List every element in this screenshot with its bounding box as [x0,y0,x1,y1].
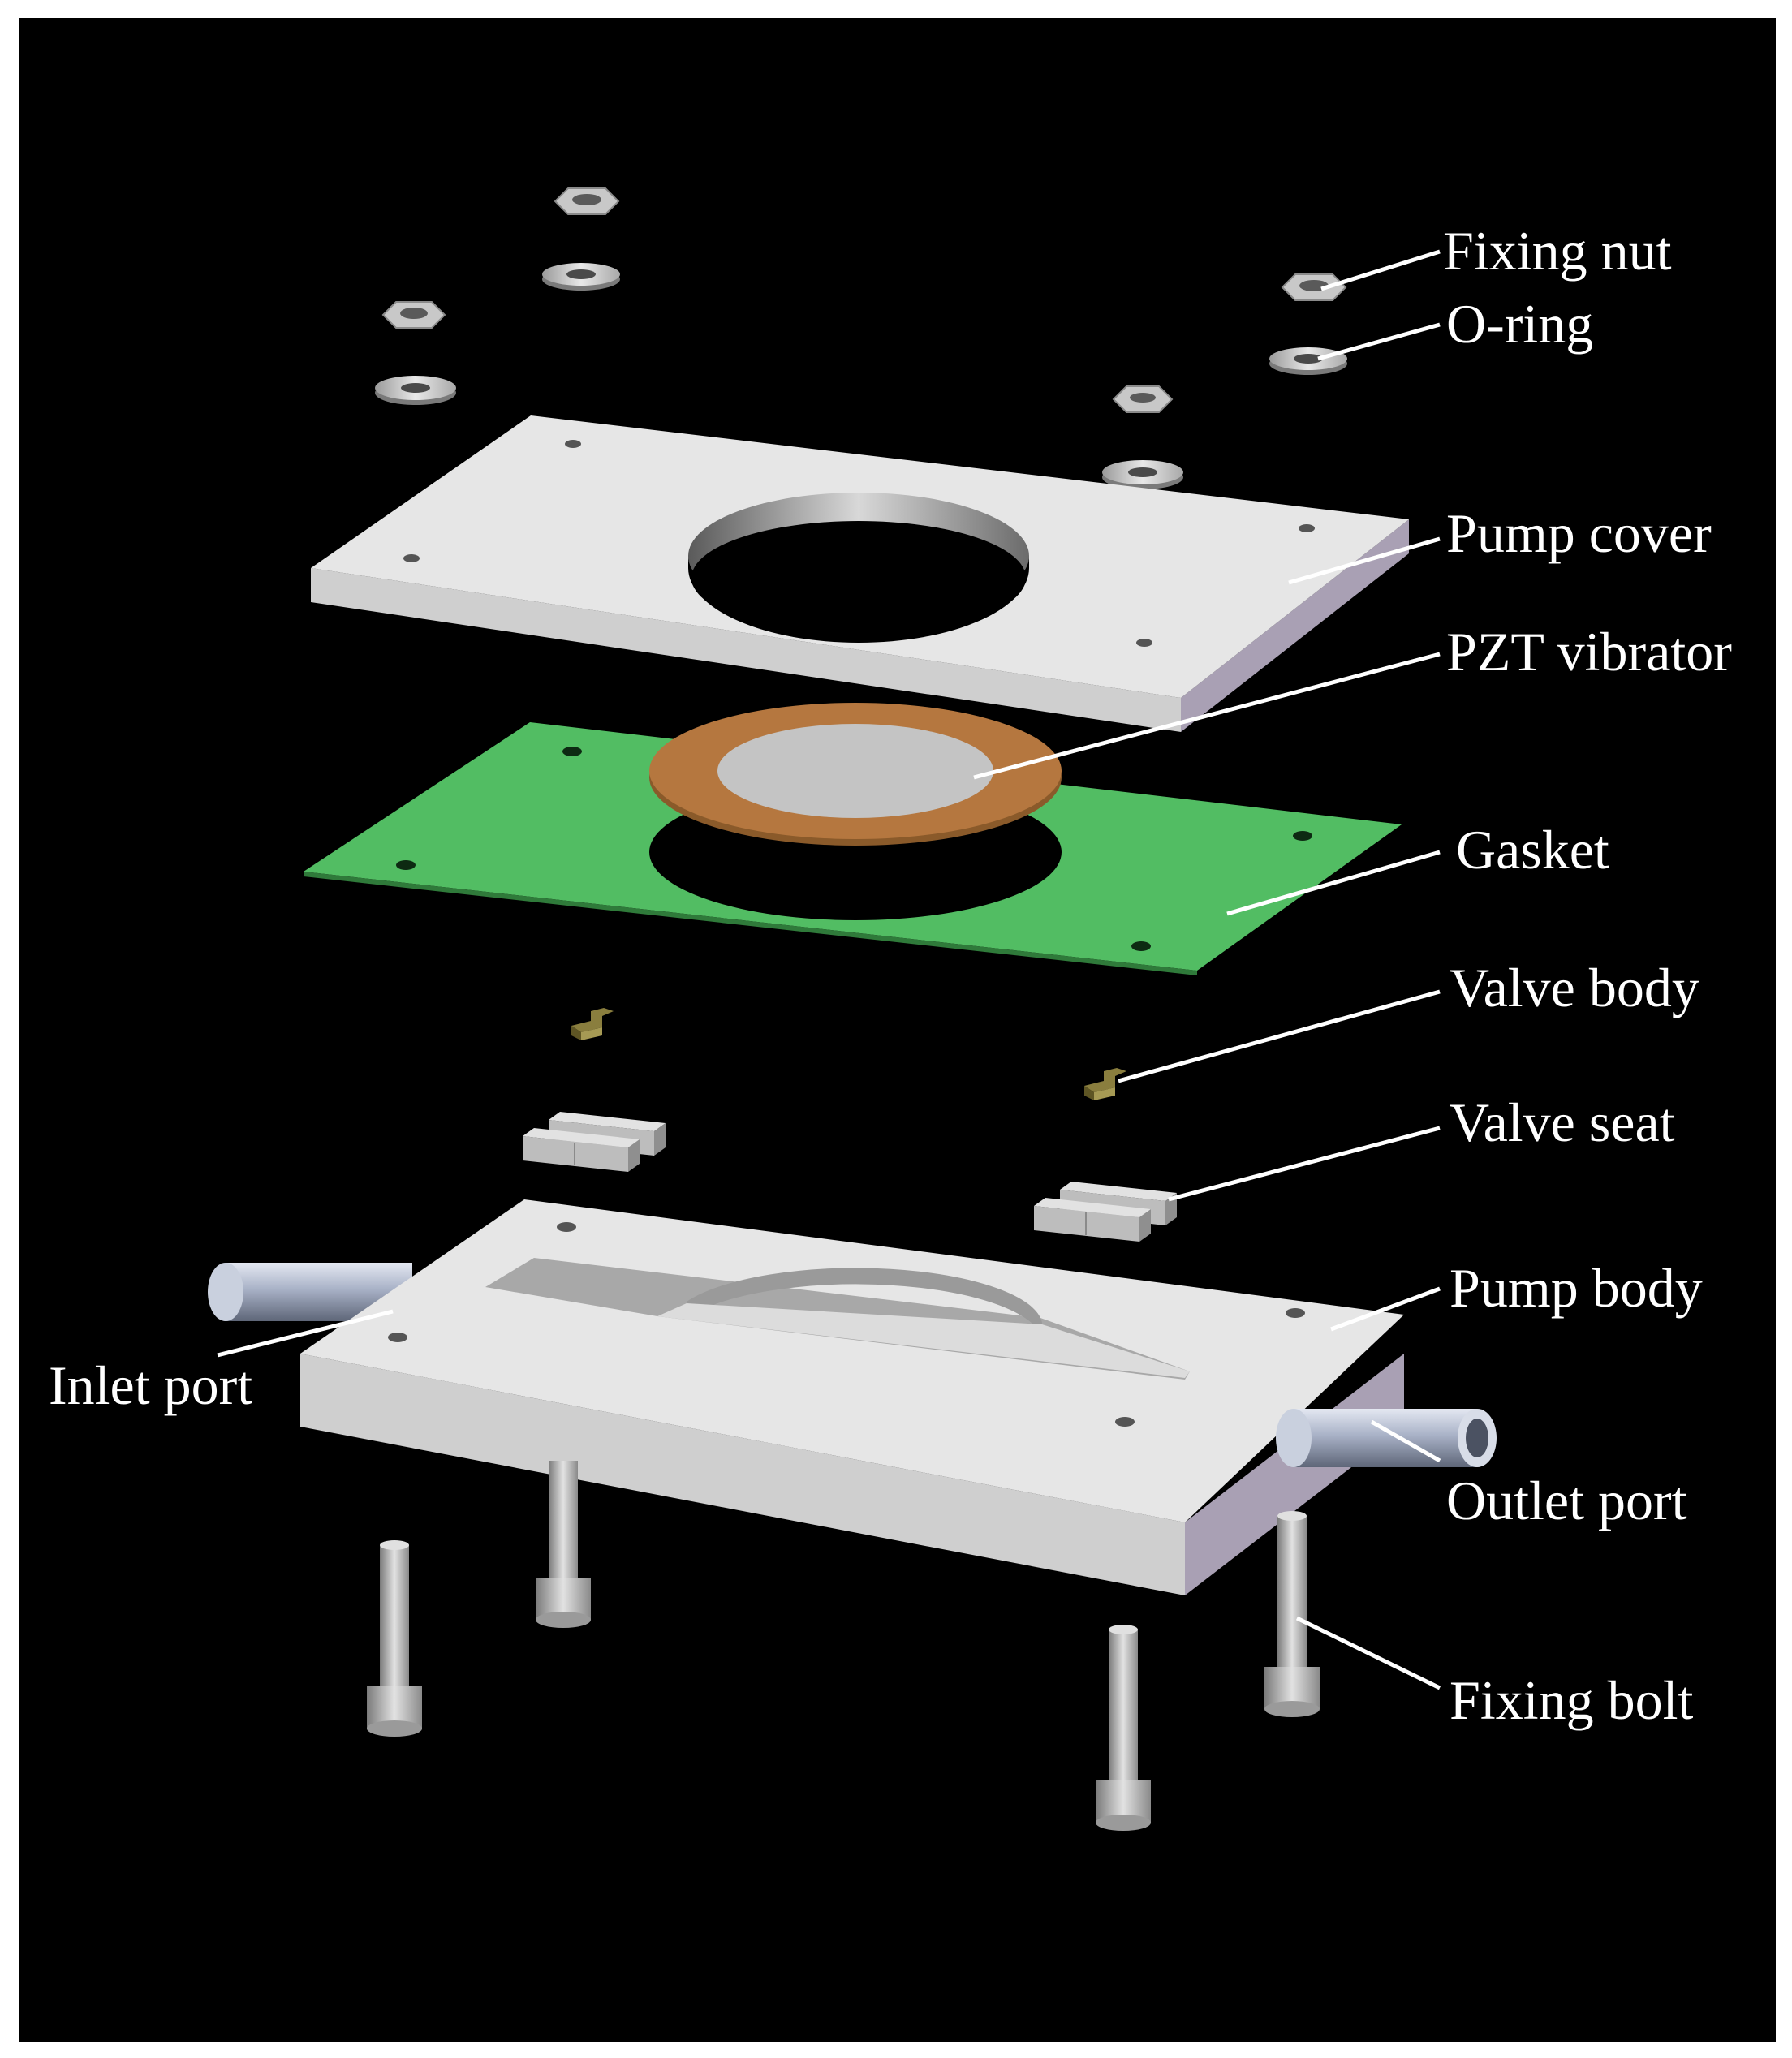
leader-fixing-bolt [1295,1616,1441,1690]
label-fixing-bolt: Fixing bolt [1450,1669,1693,1731]
background [19,18,1776,2042]
o-rings [375,263,1347,489]
valve-seats [523,1112,1177,1242]
fixing-nut [1281,273,1347,301]
label-inlet-port: Inlet port [49,1354,252,1416]
label-pzt-vibrator: PZT vibrator [1446,621,1732,682]
fixing-nut [1112,385,1174,413]
pzt-vibrator [649,703,1062,846]
label-valve-body: Valve body [1450,957,1699,1018]
label-valve-seat: Valve seat [1450,1091,1675,1153]
leader-valve-body [1118,989,1441,1083]
label-pump-body: Pump body [1450,1257,1703,1319]
leader-outlet-port [1370,1419,1441,1463]
labels: Fixing nut O-ring Pump cover PZT vibrato… [49,220,1732,1731]
valve-body [571,1008,614,1040]
pump-cover [311,415,1409,732]
valve-seat [1034,1182,1177,1242]
o-ring [375,376,456,405]
label-o-ring: O-ring [1446,293,1593,355]
label-gasket: Gasket [1456,819,1609,880]
leader-fixing-nut [1320,249,1441,291]
leader-inlet-port [217,1309,394,1358]
leader-pump-cover [1288,536,1441,585]
fixing-bolt [367,1540,422,1737]
leader-lines [217,249,1441,1690]
label-outlet-port: Outlet port [1446,1470,1687,1531]
o-ring [1102,460,1183,489]
leader-pump-body [1330,1286,1441,1332]
valve-bodies [571,1008,1126,1100]
o-ring [542,263,620,291]
fixing-bolt [1096,1625,1151,1831]
leader-valve-seat [1168,1126,1441,1202]
label-fixing-nut: Fixing nut [1443,220,1672,282]
outlet-tube [1276,1409,1497,1467]
valve-seat [523,1112,666,1172]
leader-o-ring [1317,322,1441,361]
fixing-nut [381,301,446,329]
fixing-nut [554,187,620,215]
fixing-bolt [536,1461,591,1628]
fixing-bolts [367,1461,1320,1831]
valve-body [1084,1068,1126,1100]
fixing-nuts [381,187,1347,413]
label-pump-cover: Pump cover [1446,502,1712,564]
leader-pzt-vibrator [973,652,1441,780]
fixing-bolt [1264,1511,1320,1717]
inlet-tube [208,1263,412,1321]
leader-gasket [1226,850,1441,916]
o-ring [1269,347,1347,375]
